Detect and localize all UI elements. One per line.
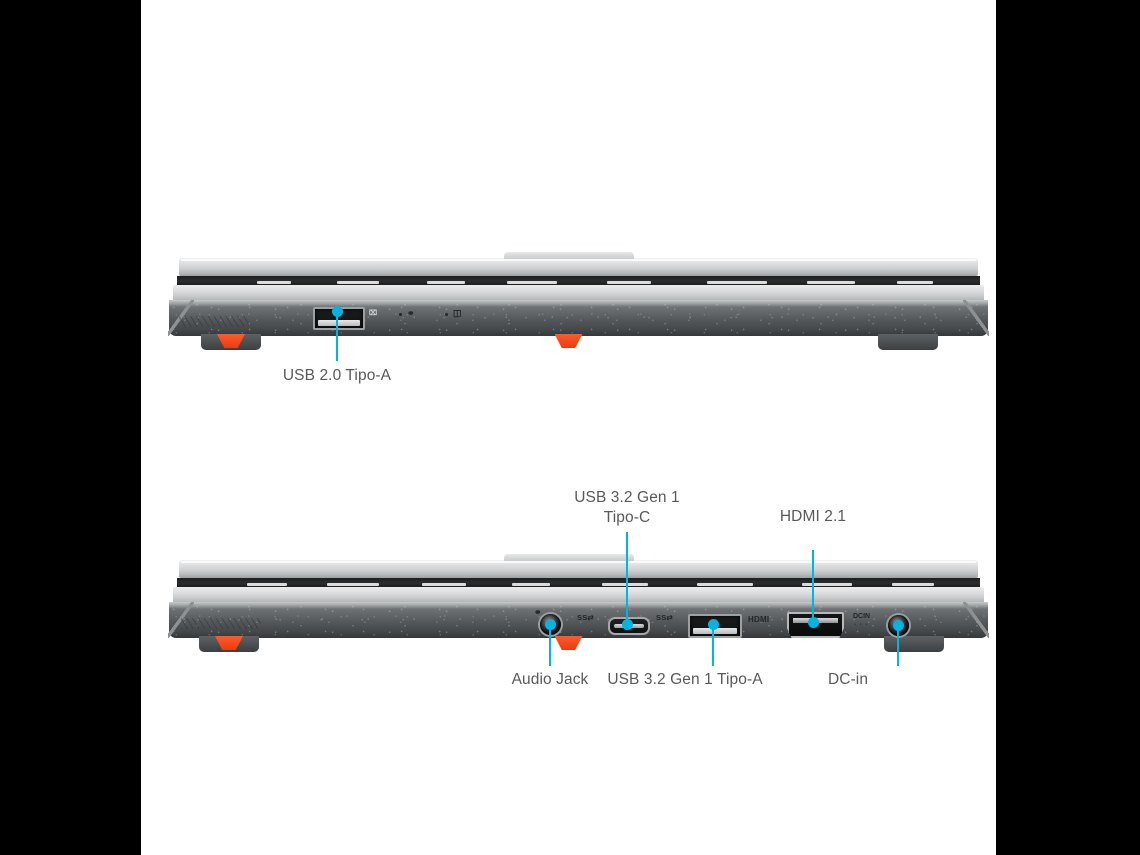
base-highlight [169,300,988,307]
hinge-seam [177,276,980,287]
callout-line-usbc [626,532,628,624]
laptop-base-2 [168,602,989,638]
vent-highlight [892,583,934,586]
headset-icon: ⚭ [534,607,542,617]
dc-in-dashes: - - - [854,622,869,628]
laptop-lid [179,258,978,276]
callout-label-usba: USB 3.2 Gen 1 Tipo-A [607,671,763,688]
vent-highlight [422,583,466,586]
lid-highlight [181,259,976,261]
figure-canvas: ⌧ ⚭ ◫ USB 2.0 Tipo-A [141,0,996,855]
vent-highlight [247,583,287,586]
vent-highlight [707,281,767,284]
base-chamfer-right [963,300,989,336]
right-side-view: ⚭ SS⇄ SS⇄ HDMI DCIN - - - [141,489,996,688]
rubber-foot-right [554,334,583,348]
battery-led-dot [445,313,448,316]
vent-highlight [327,583,379,586]
foot-block-right-2 [884,636,944,652]
battery-led-icon: ◫ [453,308,462,318]
vent-highlight [257,281,291,284]
callout-line-usb20 [336,311,338,361]
usb-a-tongue-2 [693,628,737,634]
usb-a-tongue [318,320,360,326]
lid-highlight [181,561,976,563]
hdmi-icon: HDMI [748,615,770,624]
power-led-dot [399,313,402,316]
rubber-foot-right-2 [554,636,583,650]
base-highlight [169,602,988,609]
lid-tab [503,252,634,259]
vent-highlight [427,281,465,284]
vent-highlight [602,583,648,586]
vent-highlight [802,583,852,586]
superspeed-usb-icon: SS⇄ [577,613,594,622]
superspeed-usb-icon-2: SS⇄ [656,613,673,622]
callout-dot-hdmi[interactable] [807,616,819,628]
base-texture [169,602,988,638]
base-rail [173,285,984,302]
callout-line-dcin [897,625,899,666]
foot-block-right [878,334,938,350]
lid-tab-2 [503,554,634,561]
left-side-view: ⌧ ⚭ ◫ USB 2.0 Tipo-A [141,252,996,384]
hinge-seam-2 [177,578,980,589]
vent-highlight [607,281,651,284]
callout-label-usbc-line1: USB 3.2 Gen 1 [574,489,680,506]
base-texture [169,300,988,336]
callout-label-audio: Audio Jack [511,671,589,688]
usb-a-port-2[interactable] [685,611,745,641]
rubber-foot-left [217,334,245,348]
vent-highlight [697,583,753,586]
rubber-foot-left-2 [215,636,243,650]
vent-grille [179,316,249,327]
callout-label-dcin: DC-in [827,671,869,688]
vent-grille-2 [181,618,261,629]
laptop-lid-2 [179,560,978,578]
usb-a-port[interactable] [310,304,368,333]
power-led-icon: ⚭ [407,308,415,318]
callout-label-usb20: USB 2.0 Tipo-A [282,367,392,384]
dc-in-icon: DCIN [853,613,871,620]
vent-highlight [897,281,933,284]
callout-dot-usbc[interactable] [621,618,633,630]
vent-highlight [807,281,855,284]
callout-line-audio [549,624,551,666]
laptop-base [168,300,989,336]
callout-line-usba [712,624,714,666]
vent-highlight [507,281,557,284]
vent-highlight [337,281,379,284]
usb-icon: ⌧ [369,310,378,317]
vent-highlight [512,583,550,586]
callout-line-hdmi [812,550,814,622]
base-chamfer-right [963,602,989,638]
callout-label-hdmi: HDMI 2.1 [779,508,847,525]
base-rail-2 [173,587,984,604]
callout-label-usbc-line2: Tipo-C [603,509,651,526]
